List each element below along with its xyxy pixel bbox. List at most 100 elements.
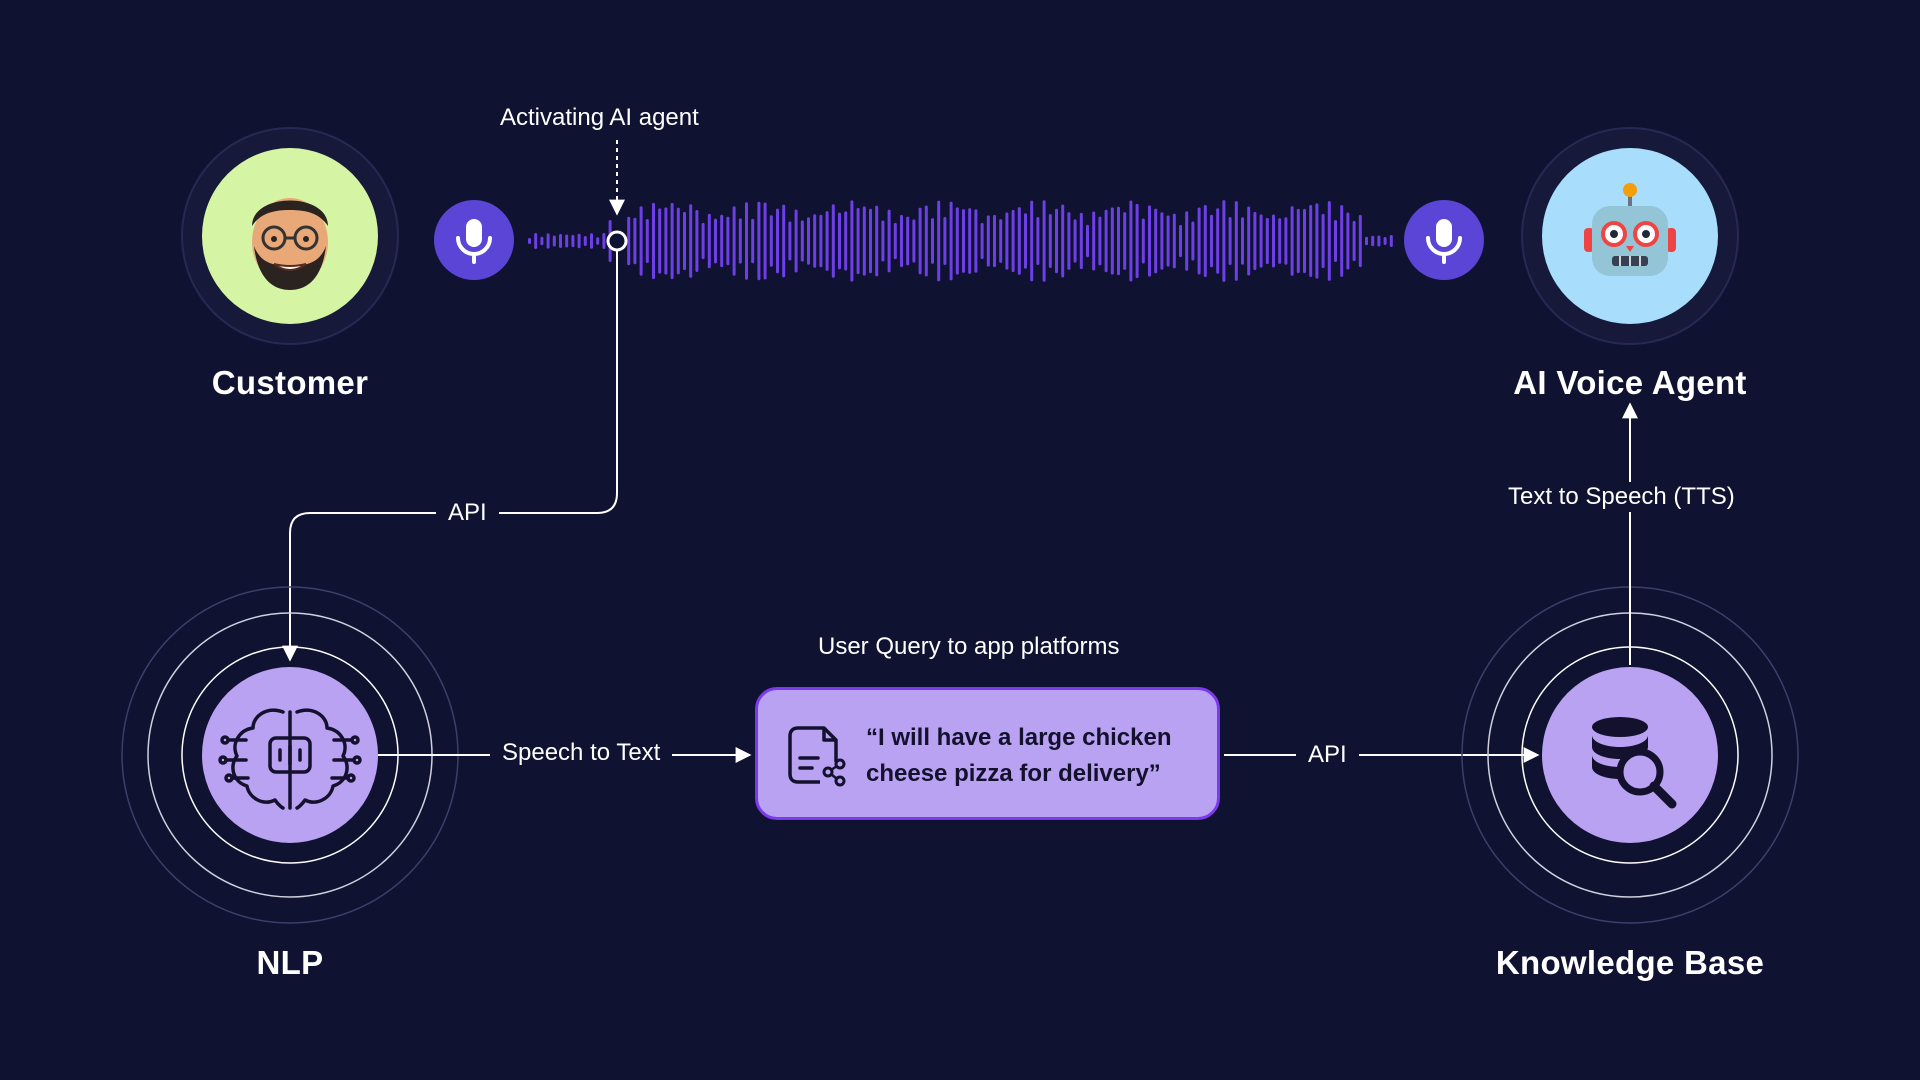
api-label-right: API	[1296, 740, 1359, 770]
waveform-bar	[1290, 206, 1294, 276]
waveform-bar	[652, 202, 655, 280]
waveform-bar	[1042, 200, 1046, 282]
waveform-bar	[869, 208, 872, 274]
waveform-bar	[1005, 212, 1009, 270]
waveform-bar	[937, 200, 941, 282]
waveform-bar	[1024, 213, 1027, 269]
waveform-bar	[831, 204, 835, 278]
waveform-bar	[1327, 201, 1331, 281]
speech-to-text-label: Speech to Text	[490, 738, 673, 768]
waveform-bar	[1228, 217, 1232, 265]
waveform-bar	[1253, 211, 1257, 271]
agent-label: AI Voice Agent	[1513, 364, 1747, 401]
waveform-bar	[999, 219, 1003, 263]
kb-label: Knowledge Base	[1495, 944, 1765, 981]
waveform-bar	[955, 207, 959, 275]
waveform-bar	[1110, 207, 1114, 275]
waveform-bar	[993, 214, 996, 268]
waveform-bar	[931, 218, 934, 264]
mic-right-button[interactable]	[1404, 200, 1484, 280]
waveform-bar	[1352, 220, 1356, 262]
waveform-bar	[633, 217, 637, 265]
waveform-bar	[1092, 211, 1096, 271]
waveform-bar	[900, 214, 903, 268]
waveform-bar	[813, 214, 817, 268]
waveform-bar	[559, 234, 562, 248]
waveform-bar	[807, 217, 810, 265]
waveform-bar	[1203, 205, 1207, 277]
waveform-bar	[645, 219, 649, 263]
waveform-bar	[1284, 217, 1288, 265]
waveform-bar	[1272, 214, 1275, 268]
waveform-bar	[1210, 214, 1213, 268]
brain-circuit-icon	[218, 708, 362, 810]
waveform-bar	[1185, 211, 1189, 271]
waveform-bar	[1309, 204, 1313, 278]
waveform-bar	[689, 204, 693, 278]
document-share-icon	[788, 726, 846, 787]
waveform-bar	[596, 237, 600, 245]
user-query-text: “I will have a large chicken cheese pizz…	[866, 724, 1172, 787]
waveform-bar	[571, 234, 575, 248]
waveform-bar	[1334, 220, 1337, 262]
waveform-bar	[664, 207, 668, 275]
waveform-bar	[1166, 215, 1170, 267]
waveform-bar	[844, 211, 848, 271]
waveform-bar	[794, 209, 798, 273]
waveform-bar	[732, 206, 736, 276]
mic-left-button[interactable]	[434, 200, 514, 280]
waveform-bar	[1191, 221, 1195, 261]
customer-avatar	[252, 198, 328, 290]
waveform-bar	[528, 238, 531, 244]
waveform-bar	[1247, 206, 1251, 276]
customer-label: Customer	[211, 364, 369, 401]
waveform-bar	[1048, 213, 1052, 269]
waveform-bar	[1383, 237, 1387, 245]
nlp-label: NLP	[256, 944, 324, 981]
audio-waveform	[528, 200, 1393, 282]
waveform-bar	[1129, 200, 1133, 282]
waveform-bar	[968, 208, 972, 274]
robot-avatar	[1584, 183, 1676, 276]
waveform-bar	[1104, 209, 1108, 273]
microphone-icon	[456, 219, 492, 264]
waveform-bar	[850, 200, 854, 282]
waveform-bar	[1086, 224, 1089, 258]
waveform-bar	[1123, 212, 1127, 270]
waveform-bar	[1135, 203, 1139, 279]
waveform-bar	[714, 218, 717, 264]
waveform-bar	[838, 212, 841, 270]
waveform-bar	[776, 208, 779, 274]
waveform-bar	[540, 236, 544, 246]
query-title: User Query to app platforms	[818, 633, 1120, 660]
waveform-bar	[627, 216, 631, 266]
waveform-bar	[1365, 236, 1368, 246]
waveform-bar	[1073, 219, 1077, 263]
waveform-bar	[720, 214, 724, 268]
waveform-bar	[893, 222, 897, 260]
waveform-bar	[918, 207, 922, 275]
waveform-bar	[1017, 207, 1021, 275]
waveform-bar	[1079, 212, 1083, 270]
waveform-bar	[819, 214, 823, 268]
waveform-bar	[1067, 212, 1071, 270]
waveform-bar	[1160, 212, 1164, 270]
waveform-bar	[546, 233, 550, 249]
activate-label: Activating AI agent	[500, 104, 699, 131]
waveform-bar	[1216, 208, 1220, 274]
waveform-bar	[701, 222, 705, 260]
waveform-bar	[763, 202, 767, 280]
waveform-bar	[769, 215, 773, 267]
waveform-bar	[1061, 204, 1065, 278]
waveform-bar	[887, 209, 891, 273]
microphone-icon	[1426, 219, 1462, 264]
waveform-bar	[1234, 201, 1238, 281]
waveform-bar	[1141, 218, 1145, 264]
waveform-bar	[1315, 203, 1319, 279]
waveform-bar	[1197, 207, 1201, 275]
waveform-bar	[1036, 216, 1040, 266]
waveform-bar	[658, 208, 662, 274]
waveform-bar	[1179, 224, 1182, 258]
waveform-bar	[590, 233, 593, 249]
